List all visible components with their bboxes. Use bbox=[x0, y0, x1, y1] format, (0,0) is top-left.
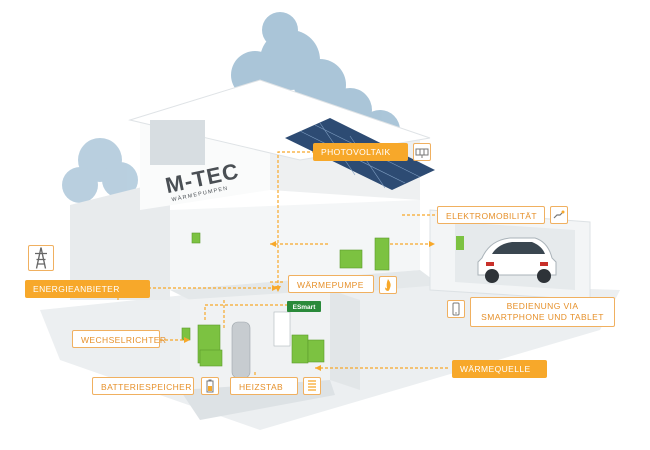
left-bush-graphic bbox=[62, 138, 138, 203]
basement-side bbox=[330, 290, 360, 390]
label-waermepumpe: WÄRMEPUMPE bbox=[288, 275, 374, 293]
heat-pump-unit bbox=[273, 311, 291, 347]
label-photovoltaik: PHOTOVOLTAIK bbox=[313, 143, 408, 161]
esmart-badge: ESmart bbox=[293, 304, 317, 311]
power-pylon-icon bbox=[28, 245, 54, 271]
label-batteriespeicher: BATTERIESPEICHER bbox=[92, 377, 194, 395]
smartphone-icon bbox=[447, 300, 465, 318]
upper-window bbox=[150, 120, 205, 165]
battery-icon bbox=[201, 377, 219, 395]
label-bedienung: BEDIENUNG VIA SMARTPHONE UND TABLET bbox=[470, 297, 615, 327]
heat-pump-devices bbox=[181, 232, 390, 367]
label-heizstab: HEIZSTAB bbox=[230, 377, 298, 395]
esmart-badge-bg bbox=[287, 301, 321, 312]
label-waermequelle: WÄRMEQUELLE bbox=[452, 360, 547, 378]
heat-pump-flame-icon bbox=[379, 276, 397, 294]
heating-rod-icon bbox=[303, 377, 321, 395]
flow-arrowheads bbox=[184, 241, 435, 371]
left-annex-wall bbox=[70, 180, 170, 300]
boiler-cylinder bbox=[231, 321, 251, 379]
label-energieanbieter: ENERGIEANBIETER bbox=[25, 280, 150, 298]
electric-car-plug-icon bbox=[550, 206, 568, 224]
electric-car-graphic bbox=[477, 237, 557, 283]
wallbox-device bbox=[456, 236, 464, 250]
solar-panel-icon bbox=[413, 143, 431, 161]
label-elektromobilitaet: ELEKTROMOBILITÄT bbox=[437, 206, 545, 224]
label-wechselrichter: WECHSELRICHTER bbox=[72, 330, 166, 348]
